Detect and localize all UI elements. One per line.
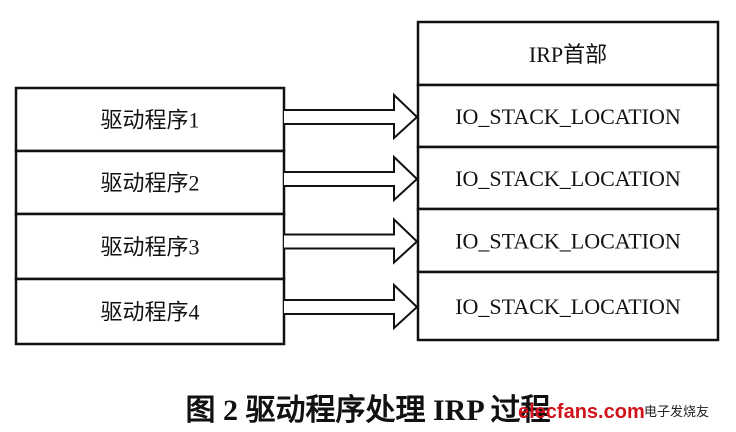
arrow <box>284 154 419 203</box>
irp-stack-column: IRP首部 IO_STACK_LOCATION IO_STACK_LOCATION… <box>416 20 720 342</box>
irp-header-label: IRP首部 <box>529 42 607 67</box>
arrow <box>284 217 419 265</box>
driver-label: 驱动程序1 <box>100 108 199 133</box>
stack-location-box <box>416 270 720 342</box>
stack-location-box <box>416 207 720 274</box>
driver-box <box>14 149 286 216</box>
figure-caption: 图 2 驱动程序处理 IRP 过程 <box>185 393 550 427</box>
stack-location-label: IO_STACK_LOCATION <box>455 104 681 129</box>
stack-location-label: IO_STACK_LOCATION <box>455 294 681 319</box>
driver-label: 驱动程序3 <box>100 235 199 260</box>
watermark-name: 电子发烧友 <box>644 404 709 420</box>
driver-label: 驱动程序2 <box>100 171 199 196</box>
arrow <box>284 282 419 331</box>
watermark-site: elecfans.com <box>518 401 645 423</box>
stack-location-label: IO_STACK_LOCATION <box>455 229 681 254</box>
arrows <box>284 92 419 331</box>
arrow <box>284 92 419 141</box>
stack-location-box <box>416 83 720 149</box>
driver-column: 驱动程序1 驱动程序2 驱动程序3 驱动程序4 <box>14 86 286 346</box>
driver-label: 驱动程序4 <box>100 300 199 325</box>
driver-box <box>14 86 286 153</box>
stack-location-label: IO_STACK_LOCATION <box>455 166 681 191</box>
